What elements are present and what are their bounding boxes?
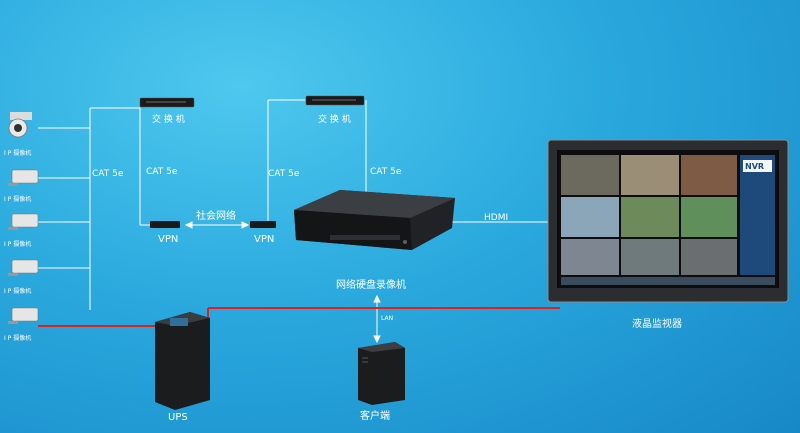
camera-label: I P 摄像机	[4, 288, 32, 295]
power-lines	[38, 307, 560, 327]
monitor-device	[547, 139, 789, 303]
nvr-label: 网络硬盘录像机	[336, 280, 406, 291]
camera-4-device	[8, 307, 39, 324]
cable-label-cat5e: CAT 5e	[146, 167, 178, 177]
switch-right-device	[305, 95, 365, 106]
camera-label: I P 摄像机	[4, 196, 32, 203]
vpn-left-label: VPN	[158, 234, 179, 245]
switch-left-device	[139, 97, 195, 108]
cable-label-hdmi: HDMI	[484, 213, 509, 223]
camera-label: I P 摄像机	[4, 335, 32, 342]
camera-label: I P 摄像机	[4, 150, 32, 157]
cable-label-lan: LAN	[381, 315, 394, 322]
switch-left-label: 交 换 机	[152, 115, 185, 125]
cable-label-cat5e: CAT 5e	[370, 167, 402, 177]
cable-label-cat5e: CAT 5e	[268, 169, 300, 179]
lan-arrow	[373, 294, 381, 344]
vpn-right-device	[250, 221, 276, 228]
monitor-label: 液晶监视器	[632, 319, 682, 330]
nvr-device	[294, 190, 455, 250]
client-label: 客户端	[360, 411, 390, 422]
vpn-right-label: VPN	[254, 234, 275, 245]
camera-2-device	[8, 213, 39, 230]
data-lines	[38, 99, 552, 310]
vpn-arrow	[184, 221, 250, 229]
camera-0-device	[8, 112, 32, 138]
client-device	[358, 342, 405, 405]
cable-label-cat5e: CAT 5e	[92, 169, 124, 179]
internet-label: 社会网络	[196, 211, 236, 222]
monitor-badge: NVR	[745, 162, 765, 171]
camera-1-device	[8, 169, 39, 186]
ups-device	[155, 312, 210, 410]
camera-label: I P 摄像机	[4, 241, 32, 248]
camera-3-device	[8, 259, 39, 276]
vpn-left-device	[150, 221, 180, 228]
ups-label: UPS	[168, 412, 188, 423]
switch-right-label: 交 换 机	[318, 115, 351, 125]
